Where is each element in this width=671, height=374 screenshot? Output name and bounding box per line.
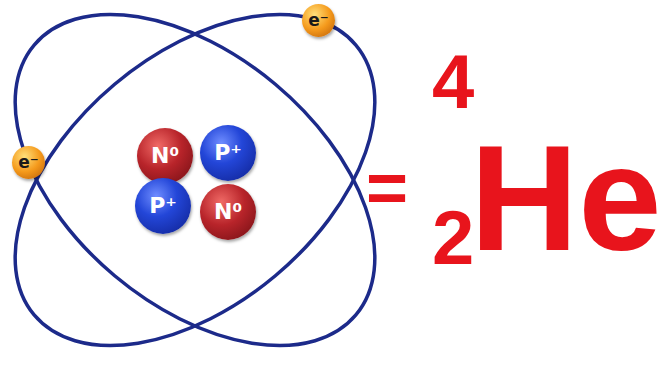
nucleon-sphere: N⁰ [137,128,193,184]
equals-sign: = [366,151,408,223]
electron-orbit [0,0,436,374]
element-symbol: He [470,123,662,273]
electron-circle: e⁻ [302,4,335,37]
mass-number: 4 [432,44,474,120]
electron-orbit [0,0,436,374]
electron-symbol: e⁻ [308,12,329,29]
atomic-number: 2 [432,200,474,276]
particle-symbol: N⁰ [214,201,242,223]
nucleon-sphere: N⁰ [200,184,256,240]
nucleon-sphere: P⁺ [200,125,256,181]
particle-symbol: P⁺ [214,142,242,164]
particle-symbol: P⁺ [149,195,177,217]
electron-symbol: e⁻ [18,154,39,171]
particle-symbol: N⁰ [151,145,179,167]
nucleon-sphere: P⁺ [135,178,191,234]
